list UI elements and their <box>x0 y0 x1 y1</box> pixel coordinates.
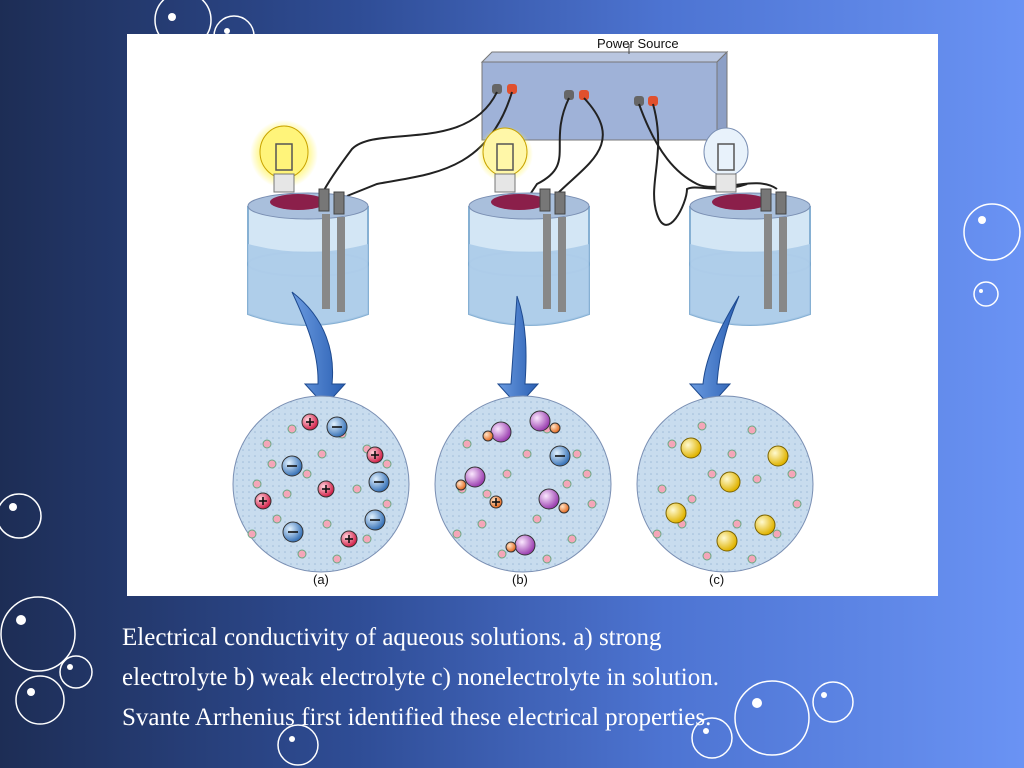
bulb-b <box>482 127 528 177</box>
caption-line-1: Electrical conductivity of aqueous solut… <box>122 624 662 651</box>
solution-view-c <box>636 395 814 573</box>
electrical-conductivity-figure: Power Source (a) (b) (c) <box>127 34 938 596</box>
power-source-label: Power Source <box>597 36 679 51</box>
beaker-a <box>247 120 369 326</box>
solution-view-b <box>434 395 612 573</box>
solution-view-a <box>232 395 410 573</box>
caption-line-2: electrolyte b) weak electrolyte c) nonel… <box>122 664 719 691</box>
slide-caption: Electrical conductivity of aqueous solut… <box>122 618 1002 738</box>
zoom-arrows <box>291 291 740 407</box>
beaker-c <box>689 127 811 326</box>
beaker-b <box>468 126 590 326</box>
terminal-pair <box>492 84 658 106</box>
panel-label-b: (b) <box>512 572 528 587</box>
caption-line-3: Svante Arrhenius first identified these … <box>122 704 712 731</box>
panel-label-c: (c) <box>709 572 725 587</box>
conductivity-diagram <box>232 44 814 573</box>
bulb-c <box>703 127 749 177</box>
panel-label-a: (a) <box>313 572 329 587</box>
power-source <box>480 44 729 142</box>
wires <box>321 91 778 226</box>
